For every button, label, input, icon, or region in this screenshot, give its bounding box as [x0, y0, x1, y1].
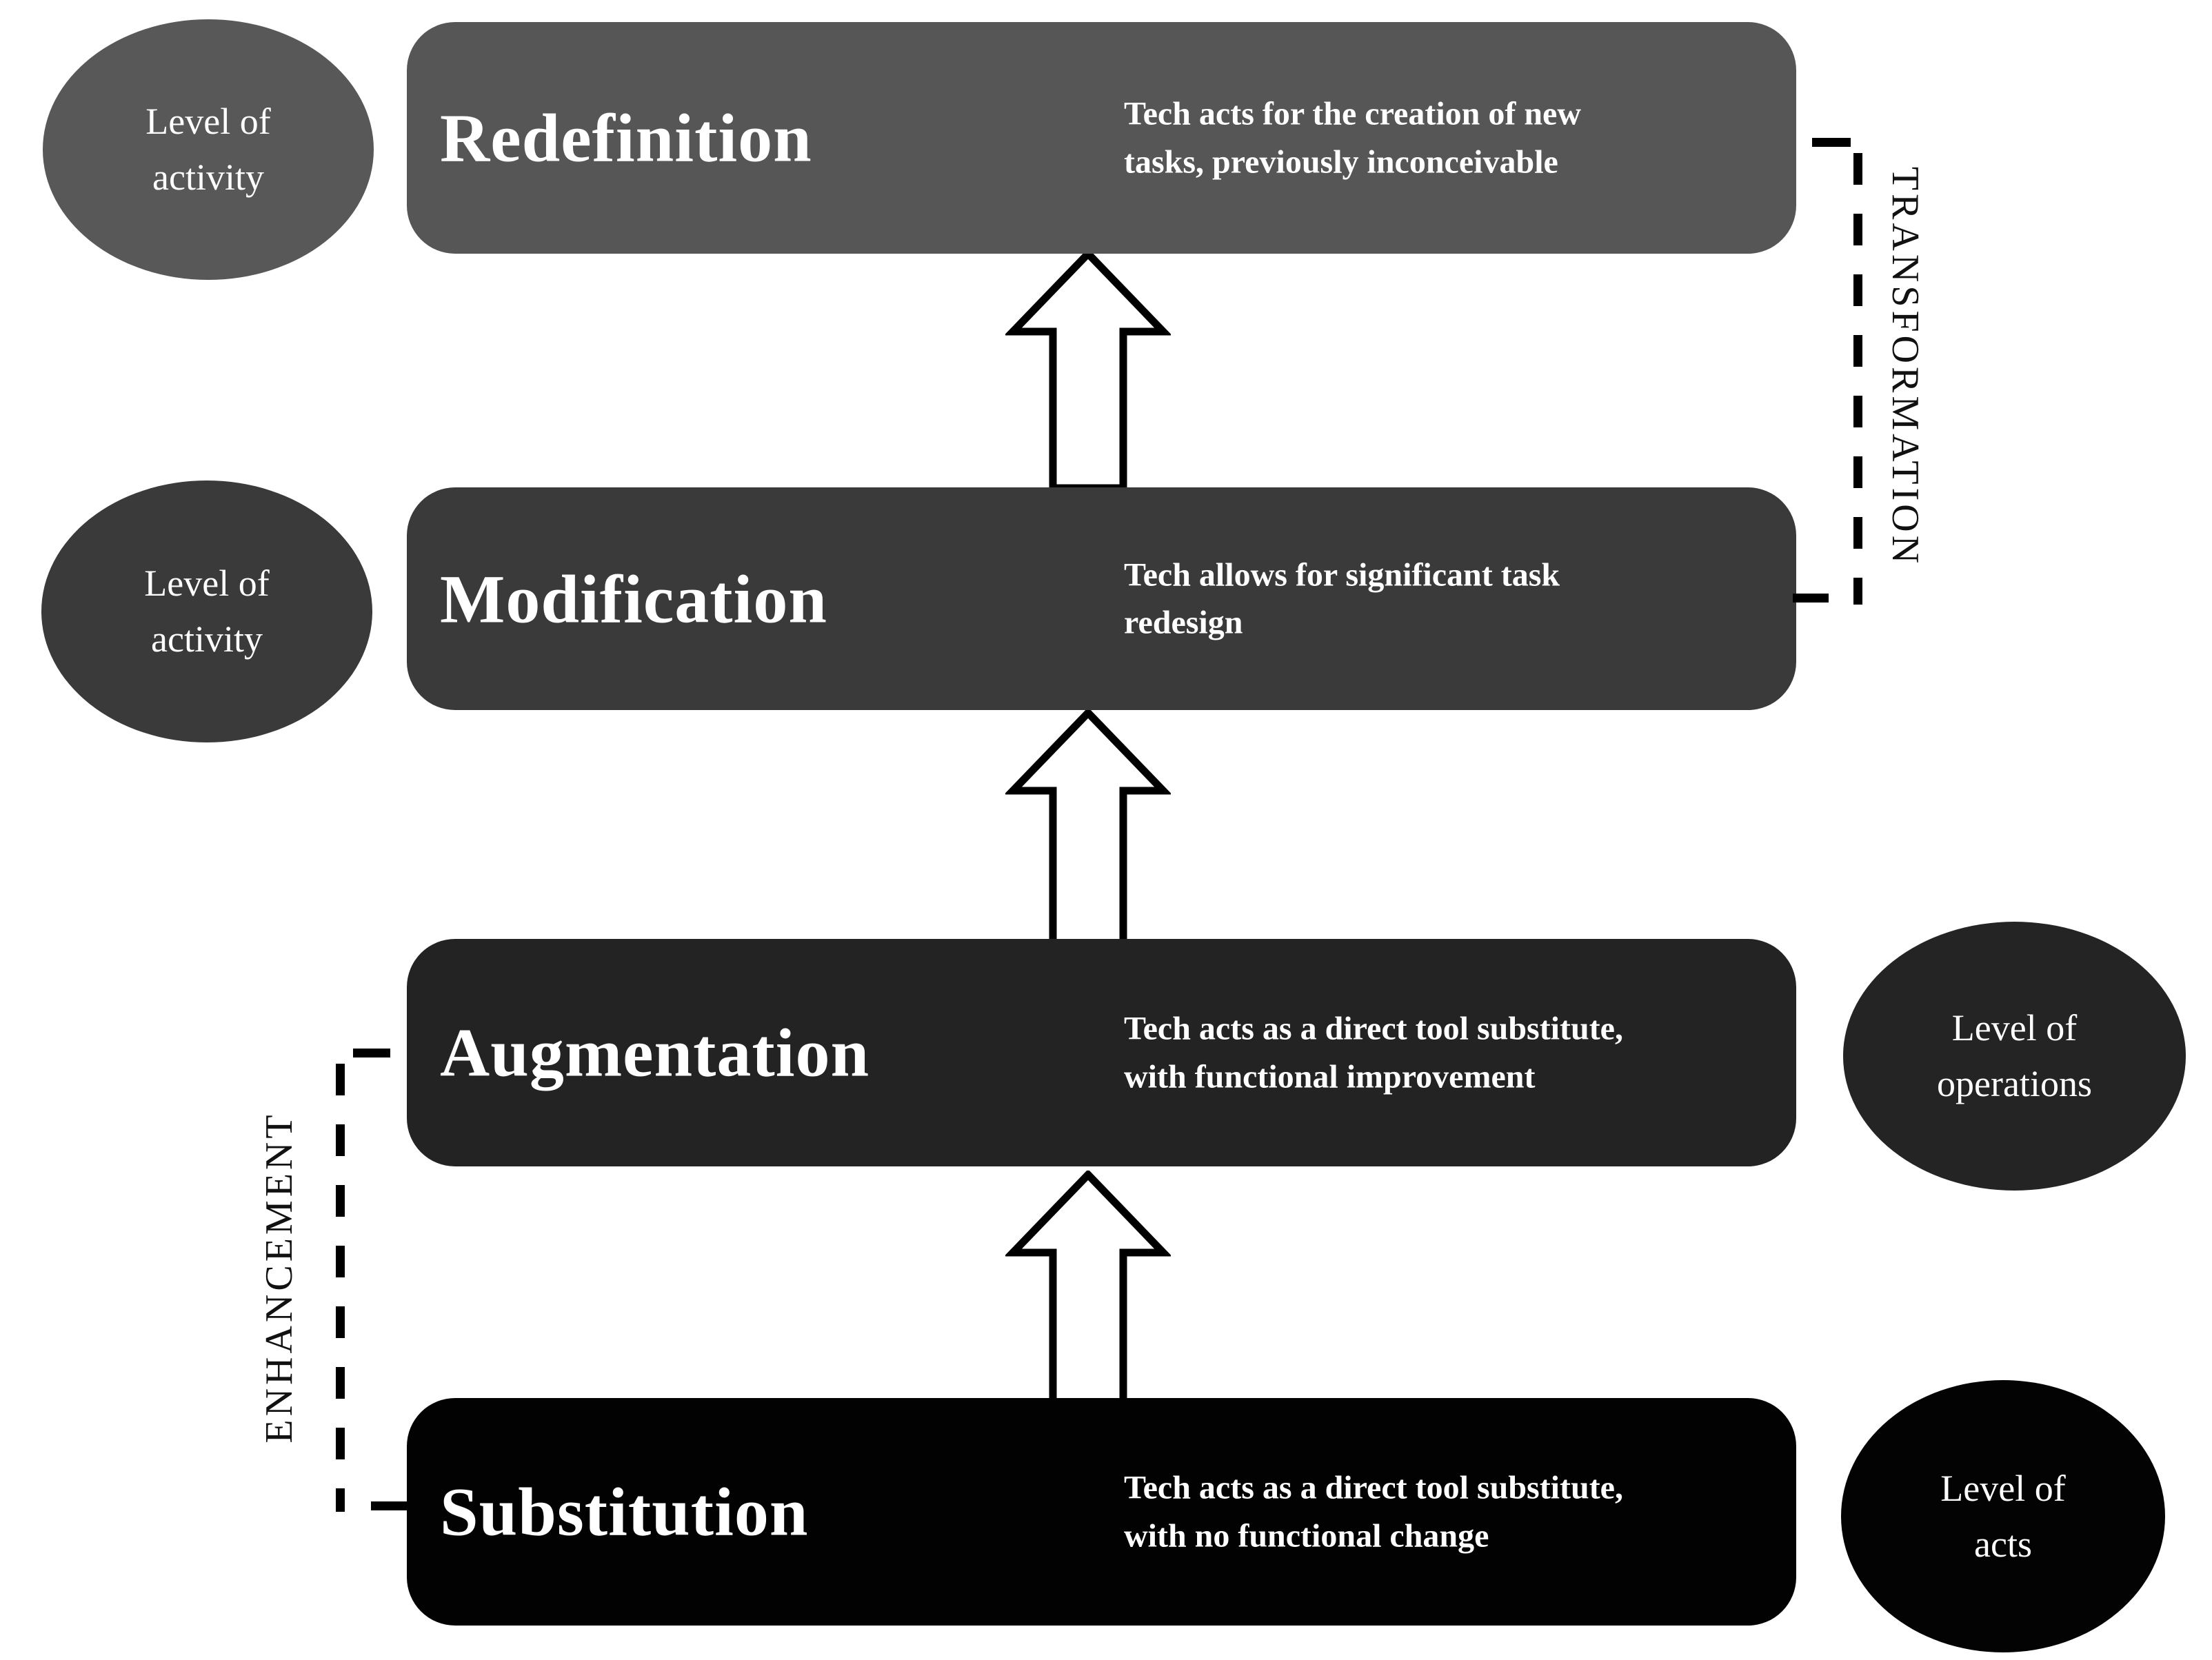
ellipse-label-line: Level of: [1951, 1007, 2078, 1049]
enhancement-bracket-dashed-line: [336, 1064, 345, 1512]
bar-substitution: Substitution Tech acts as a direct tool …: [407, 1398, 1796, 1626]
level-of-acts-ellipse: Level of acts: [1841, 1380, 2165, 1652]
bar-redefinition-title: Redefinition: [440, 99, 812, 176]
bar-augmentation: Augmentation Tech acts as a direct tool …: [407, 939, 1796, 1166]
bar-modification: Modification Tech allows for significant…: [407, 487, 1796, 710]
level-of-activity-ellipse: Level of activity: [43, 19, 374, 280]
transformation-label: TRANSFORMATION: [1884, 166, 1927, 567]
transformation-bracket-dashed-line: [1853, 153, 1862, 605]
up-arrow-icon: [1005, 709, 1171, 951]
ellipse-label-line: operations: [1937, 1063, 2092, 1104]
level-of-operations-ellipse: Level of operations: [1843, 922, 2186, 1191]
bar-substitution-title: Substitution: [440, 1473, 809, 1550]
bar-redefinition-description: Tech acts for the creation of new tasks,…: [1124, 95, 1581, 180]
bar-substitution-description: Tech acts as a direct tool substitute, w…: [1124, 1469, 1623, 1554]
enhancement-bracket-tick-top: [353, 1049, 390, 1057]
bar-modification-description: Tech allows for significant task redesig…: [1124, 556, 1560, 641]
ellipse-label-line: acts: [1974, 1523, 2032, 1565]
bar-augmentation-description: Tech acts as a direct tool substitute, w…: [1124, 1010, 1623, 1095]
level-of-activity-ellipse: Level of activity: [41, 480, 372, 742]
ellipse-label-line: Level of: [144, 563, 270, 604]
bar-augmentation-title: Augmentation: [440, 1014, 870, 1091]
ellipse-label-line: activity: [152, 156, 264, 198]
enhancement-bracket-tick-bottom: [371, 1501, 407, 1510]
ellipse-label-line: Level of: [1940, 1467, 2066, 1509]
transformation-bracket-tick-top: [1812, 138, 1851, 147]
up-arrow-icon: [1005, 250, 1171, 492]
bar-modification-title: Modification: [440, 560, 827, 637]
ellipse-label-line: activity: [151, 618, 263, 660]
enhancement-label: ENHANCEMENT: [258, 1111, 301, 1444]
ellipse-label-line: Level of: [145, 101, 271, 142]
transformation-bracket-tick-bottom: [1793, 594, 1829, 603]
bar-redefinition: Redefinition Tech acts for the creation …: [407, 22, 1796, 254]
up-arrow-icon: [1005, 1171, 1171, 1413]
